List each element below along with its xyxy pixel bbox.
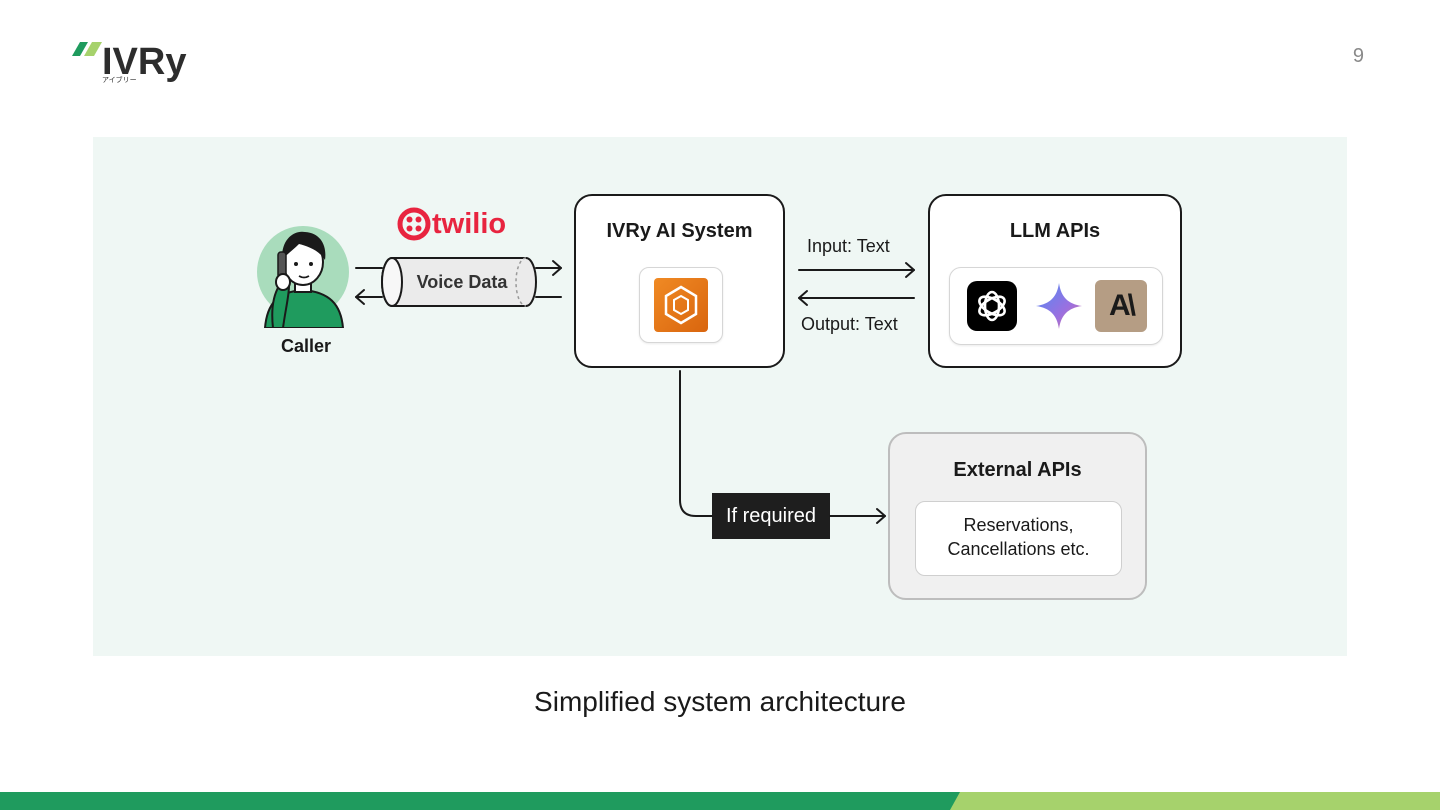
voice-data-label: Voice Data bbox=[416, 272, 508, 292]
figure-caption: Simplified system architecture bbox=[534, 686, 906, 717]
anthropic-glyph: A\ bbox=[1109, 289, 1136, 322]
if-required-label: If required bbox=[712, 493, 830, 539]
llm-apis-title: LLM APIs bbox=[1009, 220, 1101, 242]
aws-service-tile bbox=[639, 267, 723, 343]
openai-icon bbox=[967, 281, 1017, 331]
caller-label: Caller bbox=[280, 336, 332, 356]
twilio-icon bbox=[397, 207, 431, 241]
company-logo: IVRy アイブリー bbox=[72, 40, 192, 86]
external-apis-box: External APIs Reservations, Cancellation… bbox=[888, 432, 1147, 600]
twilio-wordmark: twilio bbox=[432, 208, 507, 240]
logo-wordmark: IVRy bbox=[102, 41, 187, 83]
footer-bar-green bbox=[0, 792, 960, 810]
external-apis-examples: Reservations, Cancellations etc. bbox=[915, 501, 1122, 576]
logo-mark-icon bbox=[72, 42, 102, 56]
gemini-icon bbox=[1036, 283, 1082, 329]
footer-bar-lightgreen bbox=[950, 792, 1440, 810]
input-text-label: Input: Text bbox=[807, 236, 890, 256]
logo-kana: アイブリー bbox=[102, 76, 137, 84]
aws-service-icon bbox=[654, 278, 708, 332]
ivry-ai-system-title: IVRy AI System bbox=[606, 220, 753, 242]
output-text-label: Output: Text bbox=[801, 314, 898, 334]
external-apis-line-1: Reservations, bbox=[963, 515, 1074, 535]
llm-provider-tile: A\ bbox=[949, 267, 1163, 345]
page-number: 9 bbox=[1352, 45, 1364, 67]
twilio-logo: twilio bbox=[397, 207, 517, 243]
voice-data-pipe-icon bbox=[381, 257, 537, 307]
anthropic-icon: A\ bbox=[1095, 280, 1147, 332]
external-apis-line-2: Cancellations etc. bbox=[947, 539, 1090, 559]
ivry-ai-system-box: IVRy AI System bbox=[574, 194, 785, 368]
caller-avatar-icon bbox=[257, 226, 349, 328]
external-apis-title: External APIs bbox=[953, 459, 1082, 481]
llm-apis-box: LLM APIs A\ bbox=[928, 194, 1182, 368]
